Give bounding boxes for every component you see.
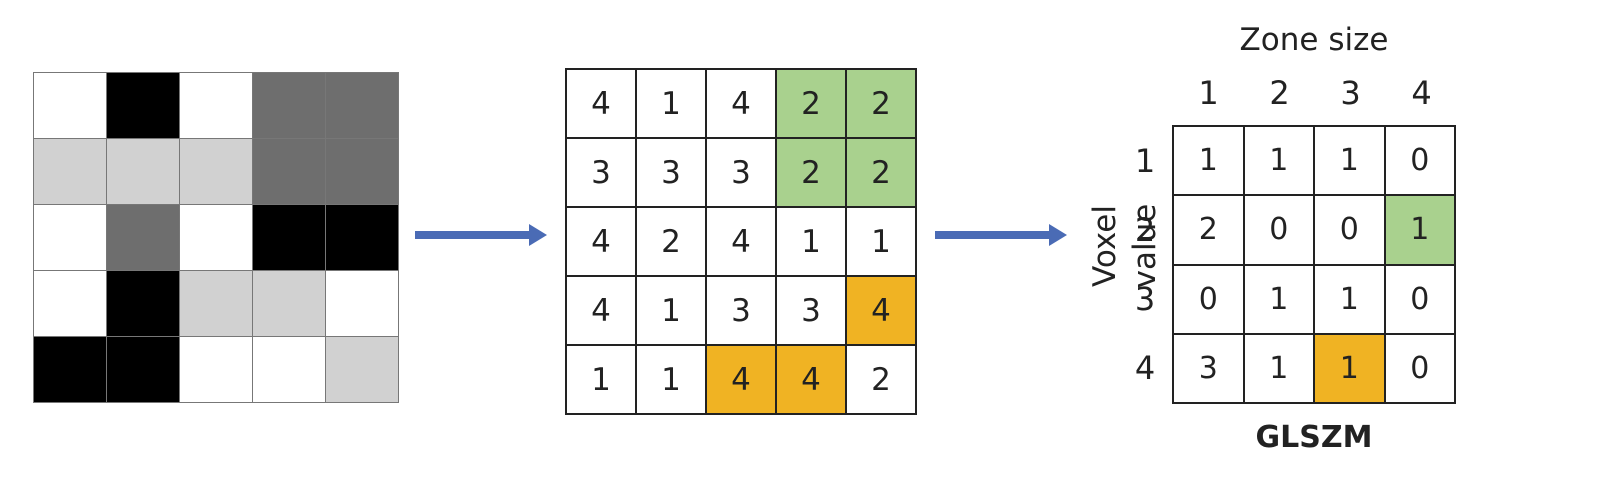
matrix-cell: 3 <box>777 277 845 344</box>
column-header: 3 <box>1340 74 1361 112</box>
glszm-cell: 1 <box>1244 334 1313 402</box>
pixel-cell <box>180 205 252 270</box>
pixel-cell <box>34 139 106 204</box>
glszm-cell: 0 <box>1385 265 1454 333</box>
matrix-cell: 3 <box>567 139 635 206</box>
matrix-cell: 2 <box>637 208 705 275</box>
matrix-cell: 2 <box>847 70 915 137</box>
glszm-cell: 0 <box>1315 196 1384 264</box>
matrix-cell: 1 <box>847 208 915 275</box>
glszm-cell: 1 <box>1315 265 1384 333</box>
matrix-cell: 2 <box>847 346 915 413</box>
matrix-cell: 4 <box>567 70 635 137</box>
pixel-cell <box>253 337 325 402</box>
zone-size-axis-title: Zone size <box>1239 22 1389 58</box>
arrow-right-icon <box>935 224 1067 246</box>
pixel-cell <box>34 271 106 336</box>
pixel-cell <box>180 139 252 204</box>
pixel-cell <box>326 205 398 270</box>
grey-level-image <box>33 72 399 403</box>
pixel-cell <box>107 73 179 138</box>
pixel-cell <box>253 139 325 204</box>
row-header: 4 <box>1134 349 1156 387</box>
matrix-cell: 4 <box>847 277 915 344</box>
matrix-cell: 1 <box>567 346 635 413</box>
glszm-cell: 1 <box>1315 334 1384 402</box>
glszm-cell: 0 <box>1385 334 1454 402</box>
matrix-cell: 1 <box>777 208 845 275</box>
glszm-cell: 1 <box>1385 196 1454 264</box>
matrix-cell: 2 <box>847 139 915 206</box>
matrix-cell: 1 <box>637 346 705 413</box>
matrix-cell: 3 <box>637 139 705 206</box>
matrix-cell: 4 <box>707 70 775 137</box>
row-header: 3 <box>1134 280 1156 318</box>
pixel-cell <box>180 73 252 138</box>
pixel-cell <box>326 337 398 402</box>
glszm-cell: 3 <box>1174 334 1243 402</box>
column-header: 1 <box>1198 74 1219 112</box>
glszm-cell: 0 <box>1244 196 1313 264</box>
matrix-cell: 1 <box>637 70 705 137</box>
matrix-cell: 3 <box>707 139 775 206</box>
pixel-cell <box>180 271 252 336</box>
matrix-cell: 4 <box>777 346 845 413</box>
matrix-cell: 1 <box>637 277 705 344</box>
glszm-cell: 1 <box>1244 265 1313 333</box>
pixel-cell <box>326 271 398 336</box>
pixel-cell <box>107 139 179 204</box>
matrix-cell: 4 <box>567 208 635 275</box>
pixel-cell <box>253 205 325 270</box>
column-header: 4 <box>1411 74 1432 112</box>
matrix-cell: 4 <box>567 277 635 344</box>
matrix-cell: 2 <box>777 70 845 137</box>
matrix-cell: 4 <box>707 346 775 413</box>
pixel-cell <box>253 271 325 336</box>
pixel-cell <box>253 73 325 138</box>
pixel-cell <box>34 73 106 138</box>
column-header: 2 <box>1269 74 1290 112</box>
matrix-cell: 2 <box>777 139 845 206</box>
pixel-cell <box>326 139 398 204</box>
glszm-title: GLSZM <box>1255 420 1373 455</box>
pixel-cell <box>34 205 106 270</box>
row-header: 1 <box>1134 142 1156 180</box>
voxel-value-axis-title: Voxel value <box>1087 203 1163 289</box>
pixel-cell <box>107 205 179 270</box>
glszm-cell: 0 <box>1385 127 1454 195</box>
glszm-cell: 1 <box>1244 127 1313 195</box>
pixel-cell <box>107 271 179 336</box>
matrix-cell: 3 <box>707 277 775 344</box>
pixel-cell <box>326 73 398 138</box>
pixel-cell <box>34 337 106 402</box>
glszm-cell: 1 <box>1174 127 1243 195</box>
pixel-cell <box>107 337 179 402</box>
row-header: 2 <box>1134 211 1156 249</box>
arrow-right-icon <box>415 224 547 246</box>
glszm-cell: 0 <box>1174 265 1243 333</box>
glszm-cell: 1 <box>1315 127 1384 195</box>
matrix-cell: 4 <box>707 208 775 275</box>
pixel-cell <box>180 337 252 402</box>
glszm-cell: 2 <box>1174 196 1243 264</box>
